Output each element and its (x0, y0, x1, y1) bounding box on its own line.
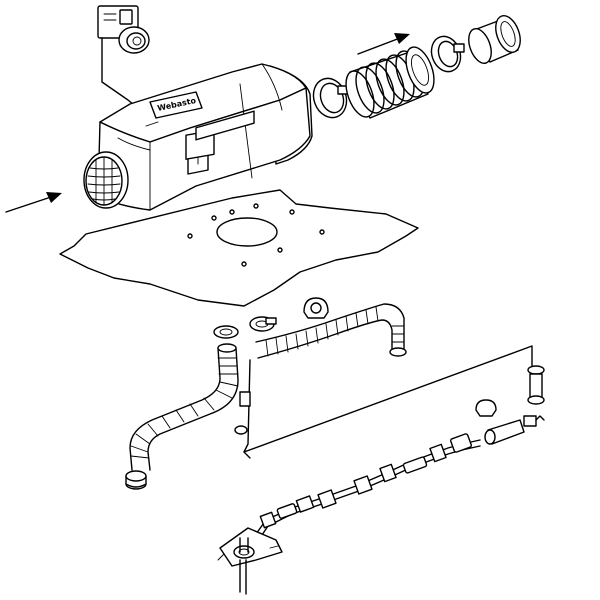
intake-grille (83, 151, 129, 209)
mounting-plate (59, 189, 419, 307)
air-heater-unit: Webasto (97, 63, 313, 211)
pipe-clip-1 (303, 297, 329, 319)
outlet-clamp-2 (430, 35, 465, 73)
hose-clamp-2 (249, 316, 277, 332)
switch-knob (118, 26, 150, 54)
fuel-connector-e (317, 489, 337, 509)
fuel-line (243, 345, 533, 459)
fuel-connector-b (402, 456, 428, 474)
fuel-filter (450, 433, 472, 453)
fuel-connector-a (429, 443, 447, 463)
brand-badge: Webasto (145, 91, 203, 127)
intake-arrow (5, 192, 62, 213)
pipe-clip-2 (475, 399, 497, 417)
duct-end-sleeve (468, 15, 521, 64)
fuel-connector-d (353, 475, 373, 495)
silencer-end-cap (125, 470, 147, 490)
hose-clamp-1 (213, 325, 239, 339)
flexible-hot-air-duct (345, 46, 435, 119)
fuel-connector-f (295, 495, 315, 513)
fuel-connector-c (379, 463, 397, 483)
exhaust-flexible-hose (255, 303, 407, 359)
tank-standpipe (217, 527, 283, 595)
fuel-line-clip-2 (527, 365, 545, 405)
combustion-air-hose (129, 343, 239, 471)
fuel-connector-g (276, 503, 298, 519)
outlet-clamp-1 (312, 77, 349, 119)
fuel-line-connector-1 (234, 391, 251, 435)
fuel-pump (484, 415, 545, 445)
outlet-arrow (357, 33, 410, 55)
fuel-connector-h (259, 511, 277, 529)
